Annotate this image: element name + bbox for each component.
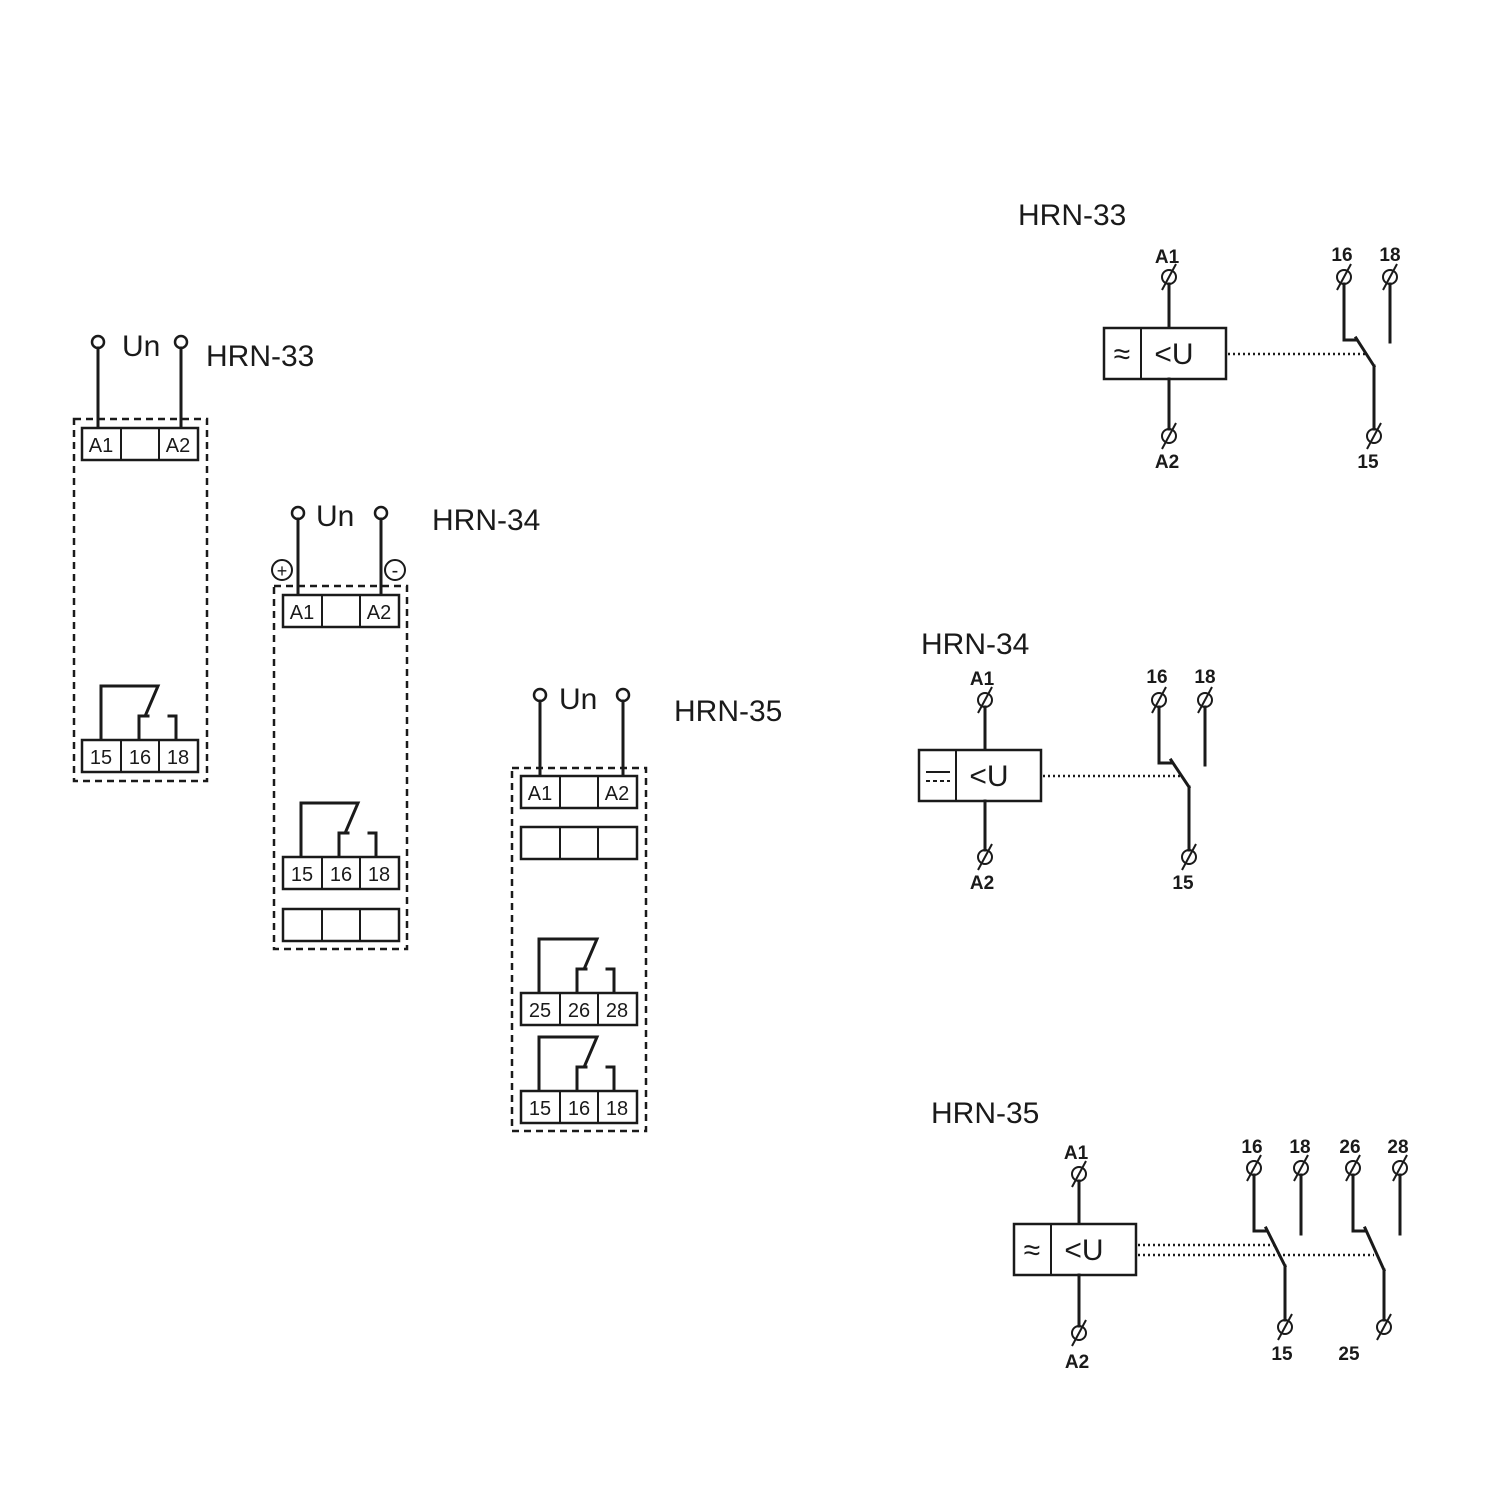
cell-15: 15: [291, 864, 313, 886]
coil-box: [1102, 326, 1228, 381]
coil-label: <U: [1064, 1234, 1103, 1267]
cell-25: 25: [529, 1000, 551, 1022]
terminal-15-icon: [1277, 1313, 1293, 1341]
cell-18: 18: [167, 747, 189, 769]
terminal-16-label: 16: [1146, 667, 1167, 688]
coil-label: <U: [969, 760, 1008, 793]
device-outline: [72, 417, 209, 783]
plus-polarity-icon: [271, 559, 293, 581]
supply-label: Un: [559, 683, 597, 716]
cell-a1: A1: [290, 602, 314, 624]
supply-pin-right: [373, 505, 389, 521]
switch-blade: [1168, 757, 1192, 790]
cell-a2: A2: [605, 783, 629, 805]
cell-15: 15: [90, 747, 112, 769]
terminal-a2-icon: [1071, 1319, 1087, 1347]
terminal-15-label: 15: [1271, 1344, 1293, 1365]
terminal-15-label: 15: [1172, 873, 1194, 894]
cell-15: 15: [529, 1098, 551, 1120]
device-outline: [272, 584, 409, 951]
schematic-title: HRN-33: [1018, 199, 1126, 232]
svg-text:-: -: [392, 560, 399, 582]
terminal-26-label: 26: [1339, 1137, 1360, 1158]
supply-pin-left: [90, 334, 106, 350]
schematic-hrn-33: HRN-33 A1 ≈ <U A2 16 18: [1018, 199, 1401, 473]
terminal-28-label: 28: [1387, 1137, 1408, 1158]
cell-16: 16: [129, 747, 151, 769]
ac-symbol-icon: ≈: [1114, 338, 1130, 371]
terminal-a2-icon: [977, 843, 993, 871]
relay-contact-symbol-1: [537, 1035, 616, 1093]
terminal-16-label: 16: [1331, 245, 1352, 266]
terminal-a1-label: A1: [970, 669, 995, 690]
relay-contact-symbol: [99, 684, 178, 742]
supply-label: Un: [122, 330, 160, 363]
cell-16: 16: [568, 1098, 590, 1120]
cell-18: 18: [606, 1098, 628, 1120]
schematic-title: HRN-34: [921, 628, 1029, 661]
top-terminal-block: [80, 426, 200, 462]
coil-box: [1012, 1222, 1138, 1277]
dc-symbol-icon: [926, 771, 950, 782]
supply-pin-left: [532, 687, 548, 703]
terminal-a2-icon: [1161, 422, 1177, 450]
cell-16: 16: [330, 864, 352, 886]
supply-pin-right: [173, 334, 189, 350]
panel-title: HRN-33: [206, 340, 314, 373]
terminal-a2-label: A2: [1065, 1352, 1089, 1373]
terminal-18-label: 18: [1289, 1137, 1310, 1158]
terminal-a2-label: A2: [1155, 452, 1179, 473]
supply-pin-left: [290, 505, 306, 521]
supply-label: Un: [316, 500, 354, 533]
coil-box: [917, 748, 1043, 803]
supply-pin-right: [615, 687, 631, 703]
middle-terminal-block: [519, 991, 639, 1027]
blank-terminal-block: [281, 907, 401, 943]
bottom-terminal-block: [519, 1089, 639, 1125]
panel-hrn-34: Un HRN-34 + - A1 A2 15 16 18: [271, 500, 540, 951]
cell-a2: A2: [367, 602, 391, 624]
cell-a2: A2: [166, 435, 190, 457]
relay-contact-symbol: [299, 801, 378, 859]
panel-title: HRN-34: [432, 504, 540, 537]
coil-label: <U: [1154, 338, 1193, 371]
schematic-title: HRN-35: [931, 1097, 1039, 1130]
cell-26: 26: [568, 1000, 590, 1022]
device-outline: [510, 766, 648, 1133]
switch-blade-1: [1263, 1225, 1288, 1269]
minus-polarity-icon: [384, 559, 406, 581]
cell-a1: A1: [89, 435, 113, 457]
terminal-25-icon: [1376, 1313, 1392, 1341]
terminal-16-label: 16: [1241, 1137, 1262, 1158]
terminal-18-label: 18: [1379, 245, 1400, 266]
terminal-15-icon: [1181, 843, 1197, 871]
terminal-18-label: 18: [1194, 667, 1215, 688]
ac-symbol-icon: ≈: [1024, 1234, 1040, 1267]
schematic-hrn-34: HRN-34 A1 <U A2 16 18: [917, 628, 1216, 894]
cell-a1: A1: [528, 783, 552, 805]
cell-18: 18: [368, 864, 390, 886]
relay-contact-symbol-2: [537, 937, 616, 995]
switch-blade-2: [1363, 1226, 1386, 1272]
bottom-terminal-block: [80, 738, 200, 774]
panel-hrn-33: Un HRN-33 A1 A2 15 16 18: [72, 330, 314, 783]
top-terminal-block: [519, 774, 639, 810]
panel-hrn-35: Un HRN-35 A1 A2 25 26 28 15 1: [510, 683, 782, 1133]
blank-terminal-block: [519, 825, 639, 861]
top-terminal-block: [281, 593, 401, 629]
bottom-terminal-block: [281, 855, 401, 891]
switch-blade: [1353, 335, 1377, 369]
terminal-25-label: 25: [1338, 1344, 1360, 1365]
terminal-15-label: 15: [1357, 452, 1379, 473]
terminal-a1-label: A1: [1155, 247, 1180, 268]
svg-text:+: +: [277, 561, 288, 581]
terminal-a2-label: A2: [970, 873, 994, 894]
panel-title: HRN-35: [674, 695, 782, 728]
schematic-hrn-35: HRN-35 A1 ≈ <U A2 16 18: [931, 1097, 1409, 1373]
cell-28: 28: [606, 1000, 628, 1022]
terminal-a1-label: A1: [1064, 1143, 1089, 1164]
terminal-15-icon: [1366, 422, 1382, 450]
